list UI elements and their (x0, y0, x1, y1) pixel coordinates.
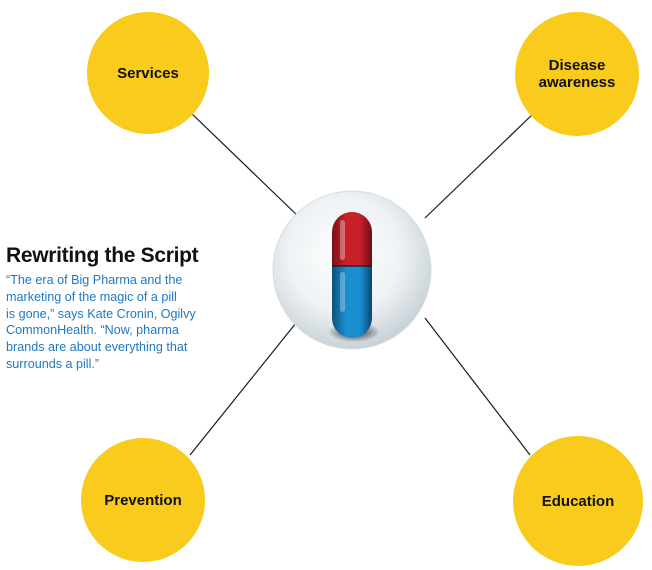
caption-quote-line: brands are about everything that (6, 340, 188, 355)
center-orb (272, 190, 432, 350)
capsule-pill-icon (272, 190, 432, 350)
caption-quote-line: marketing of the magic of a pill (6, 289, 177, 304)
caption-quote-line: CommonHealth. “Now, pharma (6, 323, 179, 338)
node-services-label: Services (117, 64, 179, 82)
node-disease-awareness-label: Disease awareness (538, 57, 616, 91)
node-education: Education (513, 436, 643, 566)
node-prevention-label: Prevention (104, 491, 182, 509)
connector-education (424, 317, 531, 456)
caption-quote-line: “The era of Big Pharma and the (6, 273, 183, 287)
caption-title: Rewriting the Script (6, 244, 199, 267)
node-disease-awareness: Disease awareness (515, 12, 639, 136)
connector-prevention (189, 317, 301, 456)
node-services: Services (87, 12, 209, 134)
connector-disease-awareness (424, 111, 536, 219)
caption-quote-line: surrounds a pill.” (6, 356, 100, 371)
node-education-label: Education (541, 492, 615, 510)
connector-services (189, 111, 301, 219)
caption-quote-line: is gone,” says Kate Cronin, Ogilvy (6, 306, 196, 321)
caption-quote: “The era of Big Pharma and the marketing… (6, 272, 251, 373)
node-prevention: Prevention (81, 438, 205, 562)
